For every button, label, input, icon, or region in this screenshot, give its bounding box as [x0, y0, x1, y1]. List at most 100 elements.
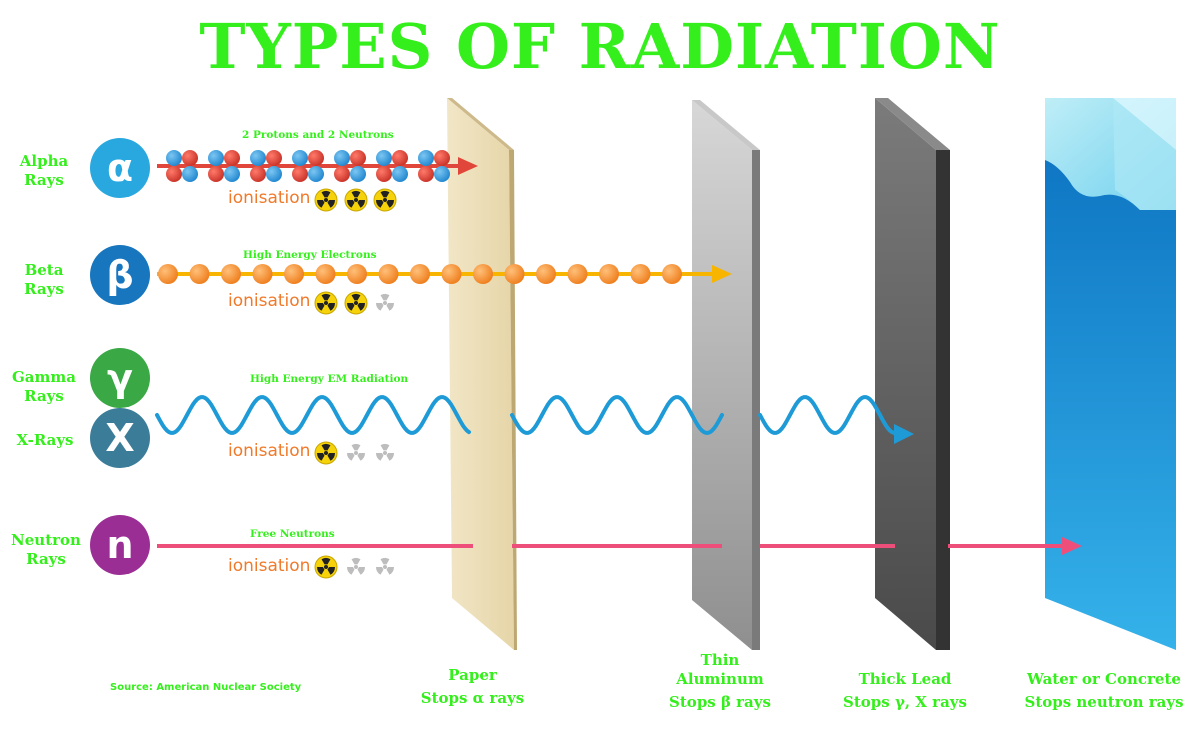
- neutron-particle: [350, 166, 366, 182]
- aluminum-label: Thin Aluminum Stops β rays: [660, 651, 780, 712]
- electron-particle: [662, 264, 682, 284]
- hazard-center: [324, 565, 328, 569]
- neutron-sublabel: Free Neutrons: [250, 528, 335, 540]
- water-stops: Stops neutron rays: [1024, 693, 1184, 711]
- electron-particle: [315, 264, 336, 284]
- gamma-wave-segment: [510, 395, 724, 435]
- neutron-rays-label: Neutron Rays: [11, 531, 81, 568]
- alpha-particle: [418, 150, 450, 182]
- beta-arrow-head: [712, 265, 732, 283]
- hazard-center: [383, 301, 387, 305]
- electron-particle: [221, 264, 241, 284]
- neutron-particle: [250, 150, 266, 166]
- neutron-particle: [182, 166, 198, 182]
- hazard-blade: [327, 200, 335, 208]
- hazard-center: [324, 451, 328, 455]
- ray-symbol-3: X: [90, 408, 150, 468]
- lead-name: Thick Lead: [858, 670, 952, 688]
- radiation-hazard-icon: [373, 188, 397, 212]
- alpha-rays-label: Alpha Rays: [19, 152, 69, 189]
- electron-particle: [252, 264, 273, 284]
- radiation-hazard-icon: [314, 291, 338, 315]
- neutron-particle: [308, 166, 324, 182]
- hazard-blade: [317, 567, 325, 575]
- electron-particle: [473, 264, 493, 284]
- paper-stops: Stops α rays: [420, 689, 525, 707]
- hazard-blade: [347, 200, 355, 208]
- radiation-hazard-faded-icon: [376, 558, 394, 575]
- electron-particle: [536, 264, 556, 284]
- hazard-center: [354, 301, 358, 305]
- gamma-wave-segment: [758, 395, 896, 435]
- neutron-particle: [166, 150, 182, 166]
- hazard-blade: [380, 558, 390, 565]
- hazard-blade: [321, 191, 331, 198]
- radiation-hazard-icon: [314, 441, 338, 465]
- hazard-blade: [321, 293, 331, 301]
- beta-rays-label: Beta Rays: [24, 261, 64, 298]
- hazard-center: [324, 198, 328, 202]
- paper-label: Paper Stops α rays: [400, 666, 545, 708]
- electron-particle: [378, 264, 399, 284]
- hazard-blade: [347, 303, 355, 311]
- proton-particle: [266, 150, 282, 166]
- proton-particle: [308, 150, 324, 166]
- hazard-blade: [357, 453, 365, 461]
- lead-barrier: [875, 98, 950, 650]
- radiation-hazard-icon: [314, 555, 338, 579]
- hazard-blade: [380, 444, 390, 451]
- electron-particle: [284, 264, 304, 284]
- gamma-arrow-head: [894, 424, 914, 444]
- symbol-circle: [90, 348, 150, 408]
- neutron-particle: [418, 150, 434, 166]
- radiation-hazard-faded-icon: [347, 557, 365, 575]
- hazard-blade: [321, 557, 331, 565]
- radiation-hazard-icon: [344, 188, 368, 212]
- hazard-blade: [386, 453, 394, 461]
- hazard-blade: [376, 200, 384, 208]
- proton-particle: [376, 166, 392, 182]
- symbol-circle: [90, 138, 150, 198]
- symbol-glyph: X: [105, 416, 134, 460]
- diagram-title: TYPES OF RADIATION: [199, 10, 1001, 83]
- alpha-particle: [292, 150, 324, 182]
- neutron-particle: [224, 166, 240, 182]
- electron-particle: [599, 264, 619, 284]
- alpha-particle: [208, 150, 240, 182]
- neutron-particle: [208, 150, 224, 166]
- gamma-rays-label: Gamma Rays: [12, 368, 76, 405]
- hazard-blade: [351, 444, 361, 451]
- electron-particle: [504, 264, 525, 284]
- ray-symbol-2: γ: [90, 348, 150, 408]
- neutron-arrow-head: [1062, 537, 1082, 555]
- radiation-hazard-faded-icon: [376, 444, 394, 461]
- radiation-hazard-icon: [344, 291, 368, 315]
- symbol-circle: [90, 245, 150, 305]
- hazard-center: [324, 301, 328, 305]
- proton-particle: [350, 150, 366, 166]
- aluminum-name: Thin Aluminum: [676, 651, 764, 688]
- proton-particle: [182, 150, 198, 166]
- gamma-ionisation-label: ionisation: [228, 441, 311, 461]
- neutron-particle: [334, 150, 350, 166]
- aluminum-stops: Stops β rays: [669, 693, 771, 711]
- electron-particle: [410, 264, 430, 284]
- hazard-blade: [357, 303, 365, 311]
- proton-particle: [166, 166, 182, 182]
- alpha-particle: [376, 150, 408, 182]
- hazard-blade: [380, 191, 390, 198]
- water-label: Water or Concrete Stops neutron rays: [1018, 670, 1190, 712]
- hazard-blade: [327, 567, 335, 575]
- source-note: Source: American Nuclear Society: [110, 682, 302, 693]
- hazard-blade: [317, 200, 325, 208]
- electron-particle: [630, 264, 651, 284]
- alpha-arrow-head: [458, 157, 478, 175]
- water-name: Water or Concrete: [1027, 670, 1181, 688]
- electron-particle: [567, 264, 588, 284]
- hazard-blade: [351, 293, 361, 301]
- paper-name: Paper: [448, 666, 497, 684]
- neutron-particle: [266, 166, 282, 182]
- alpha-particle: [334, 150, 366, 182]
- radiation-hazard-faded-icon: [347, 444, 365, 461]
